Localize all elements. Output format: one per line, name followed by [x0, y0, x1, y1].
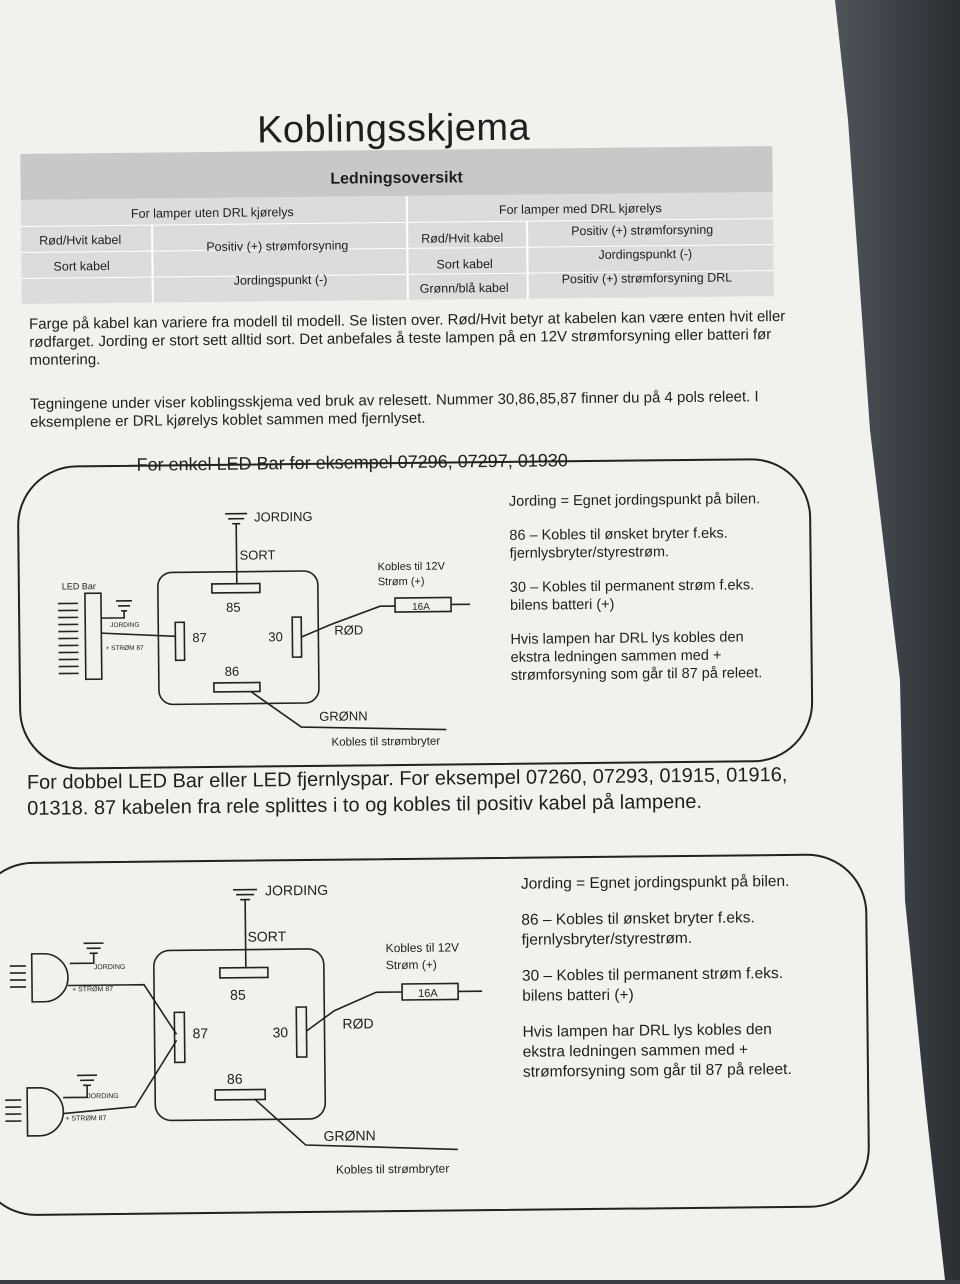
- section2-note-jording: Jording = Egnet jordingspunkt på bilen.: [521, 872, 811, 895]
- section2-pin-86: [215, 1089, 265, 1100]
- section2-strom-label: Strøm (+): [386, 958, 437, 973]
- section2-lamp2-icon: [27, 1088, 64, 1136]
- section2-kobles-12v-label: Kobles til 12V: [386, 940, 460, 955]
- section2-sort-label: SORT: [247, 928, 286, 944]
- section2-pin-87: [174, 1012, 185, 1062]
- section2-note-30: 30 – Kobles til permanent strøm f.eks. b…: [522, 964, 812, 1007]
- section2-notes: Jording = Egnet jordingspunkt på bilen. …: [521, 872, 813, 1099]
- section2-lamp2-jording-label: JORDING: [87, 1093, 119, 1100]
- section2-lamp2-strom-label: + STRØM 87: [65, 1115, 106, 1122]
- section2-lamp1-icon: [32, 953, 69, 1001]
- section2-jording-label: JORDING: [265, 882, 328, 899]
- section2-pin-87-label: 87: [192, 1025, 208, 1041]
- section2-rod-label: RØD: [342, 1015, 373, 1031]
- section2-gronn-label: GRØNN: [324, 1127, 376, 1144]
- section2-lamp1-strom-label: + STRØM 87: [72, 986, 113, 993]
- section2-relay-body: [154, 949, 326, 1121]
- section2-note-86: 86 – Kobles til ønsket bryter f.eks. fje…: [521, 908, 811, 951]
- section2-lamp1-jording-label: JORDING: [94, 964, 126, 971]
- section2-pin-86-label: 86: [227, 1071, 243, 1087]
- section2-pin-85-label: 85: [230, 987, 246, 1003]
- section2-pin-30-label: 30: [272, 1024, 288, 1040]
- section2-pin-30: [296, 1007, 307, 1057]
- section2-pin-85: [220, 967, 268, 978]
- section2-fuse-label: 16A: [418, 988, 438, 1000]
- section2-kobles-bryter-label: Kobles til strømbryter: [336, 1162, 449, 1177]
- section2-note-drl: Hvis lampen har DRL lys kobles den ekstr…: [522, 1020, 813, 1083]
